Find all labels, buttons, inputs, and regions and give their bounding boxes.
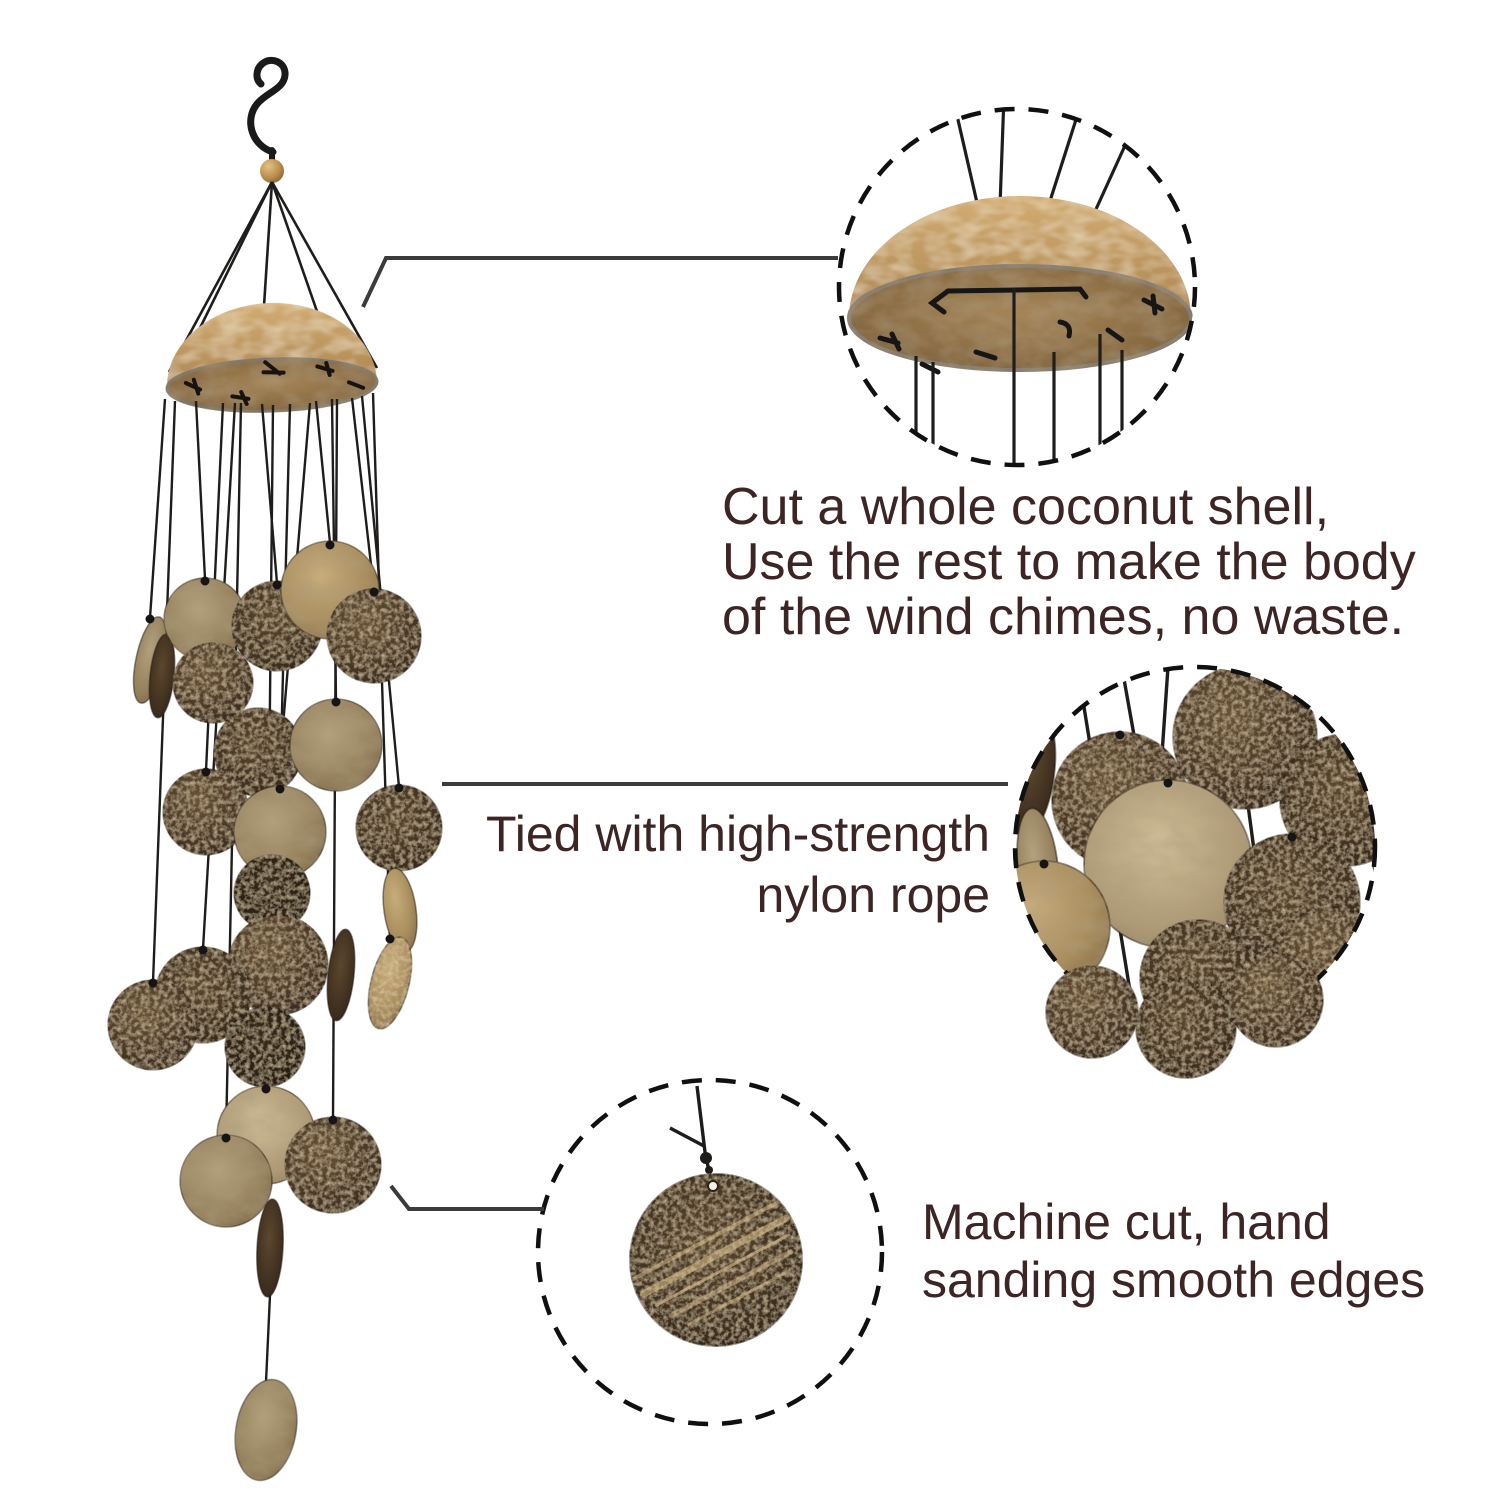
annotation-middle-text: Tied with high-strength nylon rope xyxy=(430,804,990,926)
disc-knots xyxy=(145,540,404,1143)
annotation-bottom-text: Machine cut, hand sanding smooth edges xyxy=(922,1193,1442,1309)
annotation-line: sanding smooth edges xyxy=(922,1252,1426,1308)
hanging-hook-icon xyxy=(247,57,289,164)
leader-lines xyxy=(361,256,1008,1211)
detail-disc-streaks xyxy=(630,1199,794,1326)
dashed-border-bottom-detail xyxy=(535,1077,885,1427)
annotation-line: Use the rest to make the body xyxy=(722,533,1416,591)
annotation-line: Machine cut, hand xyxy=(922,1194,1331,1250)
detail-single-disc xyxy=(629,1173,803,1347)
annotation-line: Cut a whole coconut shell, xyxy=(722,478,1330,536)
annotation-line: of the wind chimes, no waste. xyxy=(722,588,1405,646)
detail-circle-shell-photo xyxy=(847,109,1193,464)
detail-circle-disc-photo xyxy=(629,1085,803,1347)
coconut-discs xyxy=(107,540,443,1298)
annotation-line: nylon rope xyxy=(756,867,991,923)
dashed-border-top-detail xyxy=(836,106,1198,468)
detail-shell-interior xyxy=(847,264,1193,372)
annotation-line: Tied with high-strength xyxy=(486,806,990,862)
leader-line-top xyxy=(361,256,838,308)
detail-rope-overflow-discs xyxy=(1045,952,1324,1079)
cord-knots xyxy=(183,360,366,406)
detail-shell-knots xyxy=(877,286,1165,375)
wind-chime-product-photo xyxy=(107,57,443,1482)
bottom-chime-disc xyxy=(234,1294,298,1482)
annotation-top-text: Cut a whole coconut shell, Use the rest … xyxy=(722,480,1422,645)
wooden-bead xyxy=(260,159,284,183)
disc-hole xyxy=(707,1180,719,1192)
coconut-dome xyxy=(165,302,379,413)
leader-line-bottom xyxy=(389,1184,544,1211)
